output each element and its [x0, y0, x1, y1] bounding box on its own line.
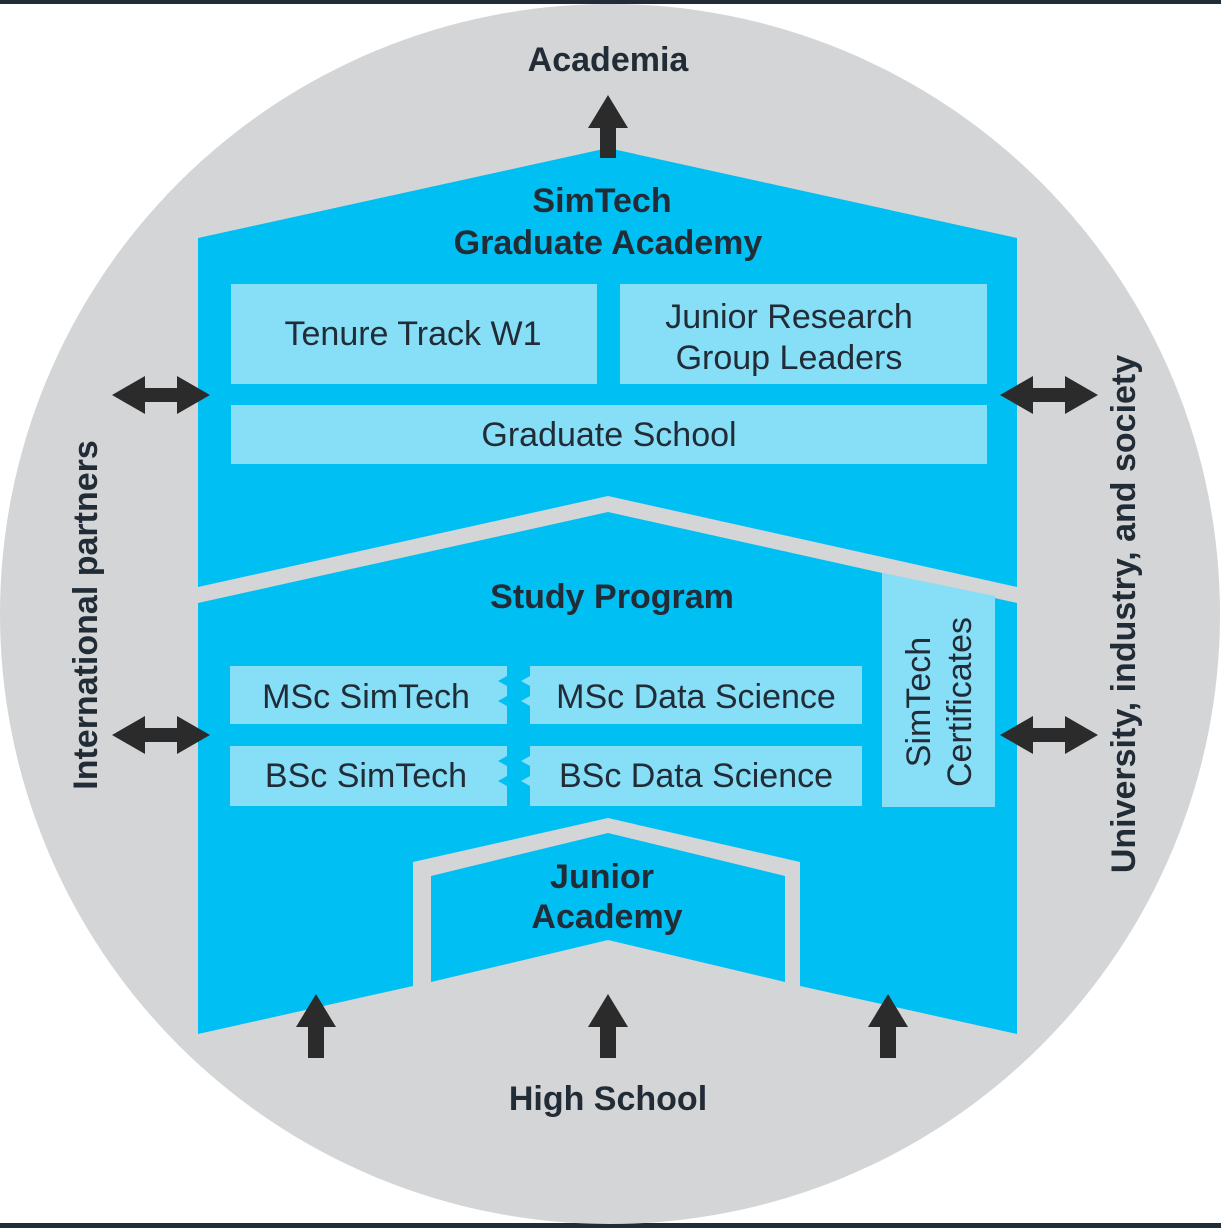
graduate-school-box: [231, 405, 987, 464]
junior-academy-line2: Academy: [531, 898, 682, 936]
bottom-border-line: [0, 1223, 1221, 1228]
university-industry-society-label: University, industry, and society: [1105, 355, 1143, 873]
graduate-academy-title-line1: SimTech: [532, 182, 671, 220]
right-double-arrow-bottom-icon: [1000, 716, 1098, 754]
right-double-arrow-top-icon: [1000, 376, 1098, 414]
tenure-track-box: [231, 284, 597, 384]
academia-label: Academia: [528, 41, 690, 79]
junior-academy-block: [431, 833, 785, 982]
msc-data-science-box: [521, 666, 862, 724]
international-partners-label: International partners: [67, 440, 105, 790]
msc-simtech-label: MSc SimTech: [262, 678, 470, 716]
study-program-title: Study Program: [490, 578, 734, 616]
jrgl-label-line2: Group Leaders: [676, 339, 903, 377]
high-school-arrow-right-icon: [868, 994, 908, 1058]
junior-research-group-box: [620, 284, 987, 384]
graduate-academy-title-line2: Graduate Academy: [454, 224, 763, 262]
bsc-data-science-box: [521, 746, 862, 806]
jrgl-label-line1: Junior Research: [665, 298, 913, 336]
certificates-label-line2: Certificates: [941, 617, 979, 787]
junior-academy-line1: Junior: [550, 858, 654, 896]
high-school-arrow-center-icon: [588, 994, 628, 1058]
left-double-arrow-bottom-icon: [112, 716, 210, 754]
msc-data-science-label: MSc Data Science: [556, 678, 836, 716]
high-school-label: High School: [509, 1080, 707, 1118]
tenure-track-label: Tenure Track W1: [285, 315, 542, 353]
bsc-data-science-label: BSc Data Science: [559, 757, 833, 795]
graduate-academy-block: [198, 148, 1017, 587]
bsc-simtech-box: [230, 746, 507, 806]
left-double-arrow-top-icon: [112, 376, 210, 414]
top-border-line: [0, 0, 1221, 4]
academia-arrow-icon: [588, 95, 628, 158]
high-school-arrow-left-icon: [296, 994, 336, 1058]
graduate-school-label: Graduate School: [481, 416, 736, 454]
certificates-label-line1: SimTech: [900, 637, 938, 767]
bsc-simtech-label: BSc SimTech: [265, 757, 467, 795]
msc-simtech-box: [230, 666, 507, 724]
simtech-certificates-box: [882, 573, 995, 807]
